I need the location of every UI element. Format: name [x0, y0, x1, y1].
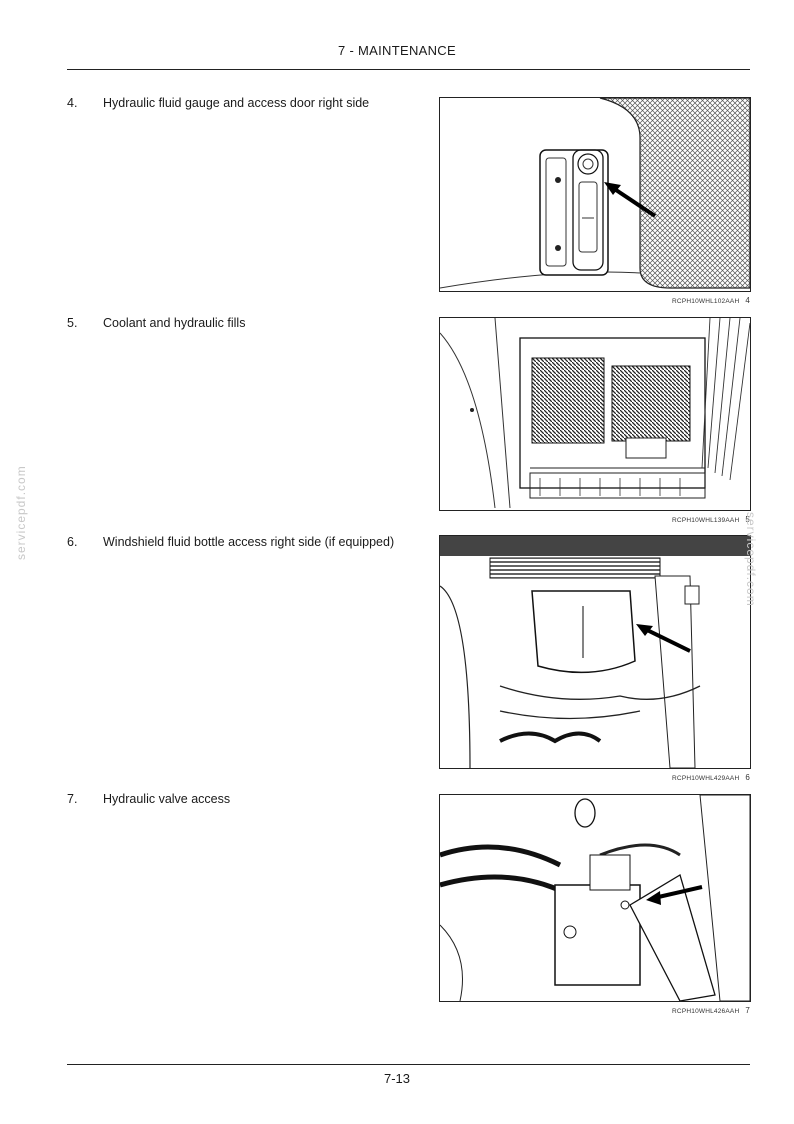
- figure-4-caption: RCPH10WHL102AAH 4: [560, 296, 750, 305]
- figure-code: RCPH10WHL429AAH: [672, 775, 740, 782]
- step-number: 4.: [67, 96, 78, 110]
- figure-5-image: [439, 317, 751, 511]
- figure-number: 7: [745, 1006, 750, 1015]
- watermark-left: servicepdf.com: [14, 465, 28, 560]
- footer-rule: [67, 1064, 750, 1065]
- header-rule: [67, 69, 750, 70]
- watermark-right: servicepdf.com: [744, 512, 758, 607]
- figure-number: 5: [745, 515, 750, 524]
- figure-7-image: [439, 794, 751, 1002]
- step-number: 7.: [67, 792, 78, 806]
- step-text: Windshield fluid bottle access right sid…: [103, 535, 395, 549]
- figure-code: RCPH10WHL139AAH: [672, 517, 740, 524]
- page-header-title: 7 - MAINTENANCE: [338, 43, 456, 58]
- figure-5-caption: RCPH10WHL139AAH 5: [560, 515, 750, 524]
- figure-4-image: [439, 97, 751, 292]
- step-number: 6.: [67, 535, 78, 549]
- figure-code: RCPH10WHL426AAH: [672, 1008, 740, 1015]
- step-text: Hydraulic valve access: [103, 792, 231, 806]
- figure-number: 4: [745, 296, 750, 305]
- step-text: Coolant and hydraulic fills: [103, 316, 246, 330]
- figure-6-caption: RCPH10WHL429AAH 6: [560, 773, 750, 782]
- page-number: 7-13: [383, 1071, 411, 1086]
- figure-6-image: [439, 535, 751, 769]
- step-number: 5.: [67, 316, 78, 330]
- step-text: Hydraulic fluid gauge and access door ri…: [103, 96, 370, 110]
- figure-number: 6: [745, 773, 750, 782]
- figure-7-caption: RCPH10WHL426AAH 7: [560, 1006, 750, 1015]
- figure-code: RCPH10WHL102AAH: [672, 298, 740, 305]
